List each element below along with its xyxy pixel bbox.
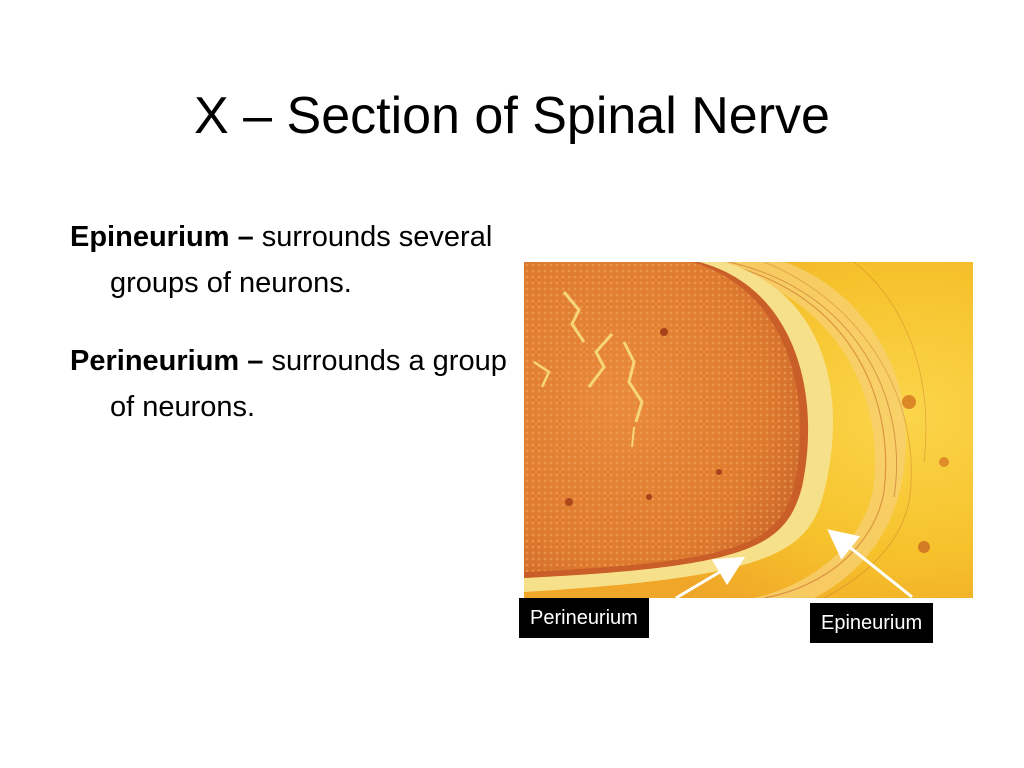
slide-title: X – Section of Spinal Nerve: [194, 87, 830, 145]
label-perineurium: Perineurium: [519, 598, 649, 638]
bullet-perineurium: Perineurium – surrounds a group of neuro…: [70, 338, 510, 430]
bullet-text-perineurium: surrounds a group of neurons.: [110, 345, 507, 423]
label-epineurium: Epineurium: [810, 603, 934, 643]
bullet-term-perineurium: Perineurium –: [70, 345, 264, 377]
bullet-text-epineurium: surrounds several groups of neurons.: [110, 221, 493, 299]
bullet-epineurium: Epineurium – surrounds several groups of…: [70, 214, 510, 306]
bullet-term-epineurium: Epineurium –: [70, 221, 254, 253]
bullet-list: Epineurium – surrounds several groups of…: [70, 214, 510, 462]
nerve-micrograph: [524, 262, 973, 598]
